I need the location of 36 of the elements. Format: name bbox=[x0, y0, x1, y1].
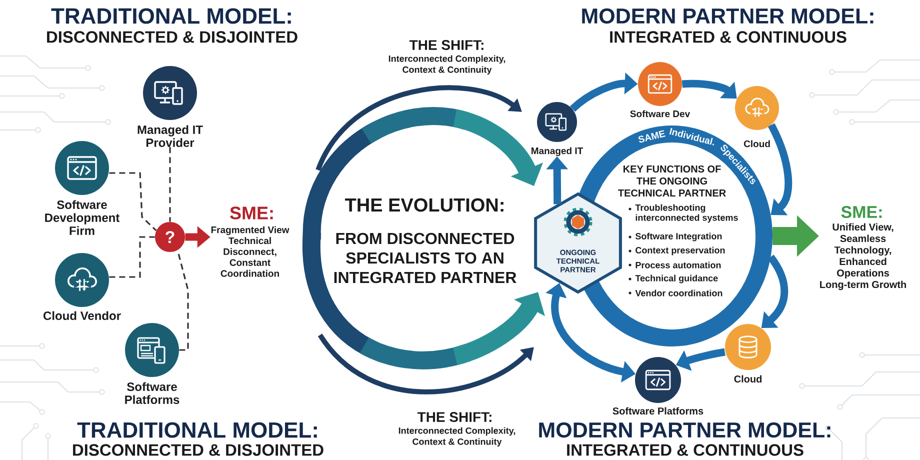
center-text: FROM DISCONNECTED SPECIALISTS TO AN INTEGRATED PARTNER bbox=[334, 232, 516, 284]
node-label: Cloud Vendor bbox=[43, 311, 121, 320]
arrow bbox=[682, 80, 737, 99]
node-label: Cloud bbox=[734, 375, 762, 383]
shift-heading: THE SHIFT: bbox=[409, 40, 484, 50]
subheading: DISCONNECTED & DISJOINTED bbox=[73, 444, 324, 456]
dashed-connector bbox=[109, 172, 157, 232]
subheading: INTEGRATED & CONTINUOUS bbox=[567, 444, 804, 456]
bullet-text: Technical guidance bbox=[635, 274, 718, 284]
center-title: THE EVOLUTION: bbox=[345, 198, 504, 212]
node-heading: SME: bbox=[841, 206, 882, 218]
heading: MODERN PARTNER MODEL: bbox=[539, 422, 830, 438]
node-label: Software Dev bbox=[630, 110, 690, 118]
bullet-text: Software Integration bbox=[635, 232, 722, 242]
node-label: Software Development Firm bbox=[45, 200, 120, 235]
dashed-connector bbox=[109, 236, 155, 278]
heading: TRADITIONAL MODEL: bbox=[77, 422, 317, 438]
heading: TRADITIONAL MODEL: bbox=[51, 8, 291, 24]
bullet-text: Context preservation bbox=[636, 246, 725, 256]
bullet-text: Troubleshooting interconnected systems bbox=[635, 204, 738, 223]
heading: MODERN PARTNER MODEL: bbox=[582, 8, 874, 24]
arrow bbox=[768, 123, 792, 216]
subheading: DISCONNECTED & DISJOINTED bbox=[47, 31, 298, 43]
shift-text: Interconnected Complexity, Context & Continuity bbox=[388, 55, 506, 75]
shift-text: Interconnected Complexity, Context & Continuity bbox=[398, 427, 516, 447]
bullet-text: Vendor coordination bbox=[635, 290, 722, 296]
subheading: INTEGRATED & CONTINUOUS bbox=[610, 31, 846, 43]
node-label: Software Platforms bbox=[125, 382, 180, 404]
node-heading: SME: bbox=[230, 206, 273, 220]
node-label: Managed IT Provider bbox=[138, 125, 203, 147]
node-text: Fragmented View Technical Disconnect, Constant Coordination bbox=[211, 226, 290, 277]
shift-heading: THE SHIFT: bbox=[417, 412, 492, 422]
bullet-text: Process automation bbox=[636, 262, 721, 268]
dashed-connector bbox=[169, 147, 171, 222]
node-label: Software Platforms bbox=[612, 407, 704, 415]
node-text: Unified View, Seamless Technology, Enhanced Operations Long-term Growth bbox=[820, 223, 906, 290]
